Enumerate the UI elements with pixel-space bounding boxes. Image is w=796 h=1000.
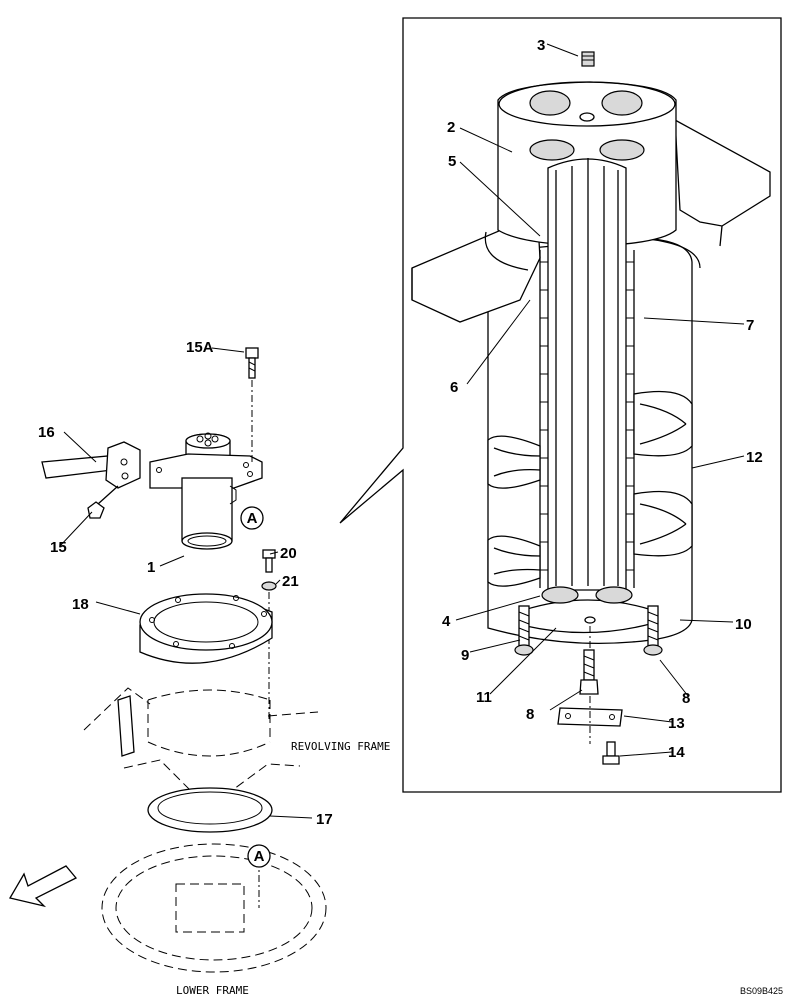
marker-a-lower-label: A (254, 848, 265, 865)
callout-15: 15 (50, 539, 67, 556)
callout-6: 6 (450, 379, 458, 396)
detail-box (339, 17, 782, 793)
callout-12: 12 (746, 449, 763, 466)
callout-15a: 15A (186, 339, 214, 356)
assembly-left (8, 43, 745, 973)
caption-lower-frame: LOWER FRAME (176, 984, 249, 997)
callout-17: 17 (316, 811, 333, 828)
callout-9: 9 (461, 647, 469, 664)
callout-18: 18 (72, 596, 89, 613)
callout-7: 7 (746, 317, 754, 334)
caption-revolving-frame: REVOLVING FRAME (291, 740, 390, 753)
callout-21: 21 (282, 573, 299, 590)
marker-a-lower: A (247, 844, 271, 868)
callout-16: 16 (38, 424, 55, 441)
marker-a-upper: A (240, 506, 264, 530)
callout-20: 20 (280, 545, 297, 562)
callout-13: 13 (668, 715, 685, 732)
swivel-joint-cutaway (411, 51, 771, 765)
callout-5: 5 (448, 153, 456, 170)
callout-14: 14 (668, 744, 685, 761)
callout-1: 1 (147, 559, 155, 576)
marker-a-upper-label: A (247, 510, 258, 527)
reference-code: BS09B425 (740, 986, 783, 996)
callout-11: 11 (476, 689, 492, 706)
callout-8b: 8 (682, 690, 690, 707)
callout-8a: 8 (526, 706, 534, 723)
callout-3: 3 (537, 37, 545, 54)
callout-2: 2 (447, 119, 455, 136)
callout-10: 10 (735, 616, 752, 633)
callout-4: 4 (442, 613, 451, 630)
